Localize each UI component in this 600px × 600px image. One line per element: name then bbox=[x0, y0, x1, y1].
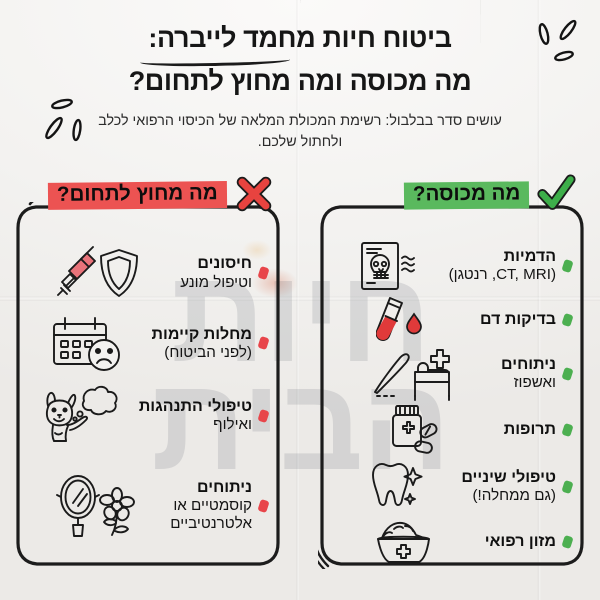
check-mark-icon bbox=[537, 173, 576, 210]
list-item-text: בדיקות דם bbox=[480, 310, 556, 329]
list-item-sublabel: קוסמטיים או אלטרנטיביים bbox=[170, 497, 252, 533]
list-item-label: ניתוחים bbox=[197, 479, 252, 497]
bullet-marker bbox=[561, 366, 574, 382]
list-item: מחלות קיימות (לפני הביטוח) bbox=[28, 308, 270, 378]
paper-crease-horizontal bbox=[0, 296, 600, 299]
list-item-icon-slot bbox=[28, 314, 146, 372]
x-mark-icon bbox=[236, 176, 272, 211]
bullet-marker bbox=[257, 336, 270, 351]
list-item-icon-slot bbox=[332, 516, 479, 568]
sparkle-decoration-left bbox=[45, 98, 82, 142]
list-item-label: חיסונים bbox=[197, 255, 252, 273]
syringe-shield-icon bbox=[57, 246, 139, 298]
list-item-icon-slot bbox=[28, 473, 164, 539]
covered-column-heading: מה מכוסה? bbox=[403, 173, 576, 210]
page-title-line-2: מה מכוסה ומה מחוץ לתחום? bbox=[128, 65, 472, 96]
pet-food-bowl-icon bbox=[377, 521, 431, 563]
list-item: חיסונים וטיפול מונע bbox=[28, 238, 270, 308]
list-item-text: טיפולי התנהגות ואילוף bbox=[139, 397, 252, 434]
excluded-column-heading: מה מחוץ לתחום? bbox=[48, 176, 274, 211]
list-item: ניתוחים ואשפוז bbox=[332, 346, 574, 402]
list-item-text: תרופות bbox=[504, 420, 556, 439]
list-item-label: טיפולי שיניים bbox=[461, 469, 556, 487]
paper-crease-vertical-2 bbox=[537, 0, 541, 600]
list-item: תרופות bbox=[332, 402, 574, 458]
list-item-label: הדמיות bbox=[503, 248, 556, 266]
list-item-label: מזון רפואי bbox=[484, 533, 556, 551]
list-item-sublabel: (לפני הביטוח) bbox=[164, 343, 252, 361]
dog-thought-bubble-icon bbox=[46, 385, 118, 442]
list-item-icon-slot bbox=[332, 346, 495, 402]
list-item: מזון רפואי bbox=[332, 516, 574, 568]
list-item-label: מחלות קיימות bbox=[151, 325, 252, 343]
page-header: ביטוח חיות מחמד לייברה: מה מכוסה ומה מחו… bbox=[0, 0, 600, 152]
sparkle-decoration-top-right bbox=[538, 19, 577, 62]
list-item-label: תרופות bbox=[503, 421, 556, 439]
list-item-sublabel: וטיפול מונע bbox=[180, 273, 252, 291]
list-item: בדיקות דם bbox=[332, 294, 574, 346]
covered-column-card: מה מכוסה? הדמיות (CT, MRI, רנטגן) bbox=[318, 173, 586, 569]
list-item-sublabel: ואשפוז bbox=[513, 374, 556, 392]
page-title-line-1: ביטוח חיות מחמד לייברה: bbox=[148, 23, 452, 53]
bullet-marker bbox=[561, 479, 574, 495]
list-item-text: מזון רפואי bbox=[485, 532, 556, 551]
list-item-text: חיסונים וטיפול מונע bbox=[180, 254, 252, 291]
list-item-sublabel: (גם ממחלה!) bbox=[472, 487, 556, 505]
list-item-icon-slot bbox=[332, 238, 443, 294]
tooth-sparkle-icon bbox=[371, 463, 423, 506]
bullet-marker bbox=[257, 266, 270, 281]
paper-smudge-secondary bbox=[242, 240, 272, 260]
list-item-label: ניתוחים bbox=[501, 356, 556, 374]
list-item-text: ניתוחים קוסמטיים או אלטרנטיביים bbox=[170, 459, 252, 553]
list-item-text: מחלות קיימות (לפני הביטוח) bbox=[152, 325, 252, 362]
comparison-columns: מה מכוסה? הדמיות (CT, MRI, רנטגן) bbox=[0, 173, 600, 586]
bullet-marker bbox=[257, 498, 270, 513]
list-item-sublabel: (CT, MRI, רנטגן) bbox=[448, 266, 556, 284]
list-item-text: הדמיות (CT, MRI, רנטגן) bbox=[449, 247, 556, 284]
calendar-sad-face-icon bbox=[52, 317, 120, 372]
list-item: הדמיות (CT, MRI, רנטגן) bbox=[332, 238, 574, 294]
list-item-icon-slot bbox=[28, 244, 174, 302]
mirror-flower-icon bbox=[56, 474, 136, 537]
bullet-marker bbox=[561, 422, 574, 438]
list-item-sublabel: ואילוף bbox=[213, 416, 252, 434]
medicine-bottle-icon bbox=[391, 405, 438, 454]
list-item-text: ניתוחים ואשפוז bbox=[501, 355, 556, 392]
covered-items-container: הדמיות (CT, MRI, רנטגן) bbox=[318, 202, 586, 569]
excluded-items-container: חיסונים וטיפול מונע bbox=[14, 202, 282, 569]
paper-crease-vertical-1 bbox=[296, 0, 299, 600]
list-item-label: בדיקות דם bbox=[480, 311, 556, 329]
list-item-icon-slot bbox=[332, 294, 474, 346]
list-item: טיפולי התנהגות ואילוף bbox=[28, 379, 270, 453]
bullet-marker bbox=[561, 312, 574, 328]
list-item: טיפולי שיניים (גם ממחלה!) bbox=[332, 458, 574, 516]
list-item-icon-slot bbox=[28, 385, 133, 447]
list-item-icon-slot bbox=[332, 402, 498, 458]
bullet-marker bbox=[561, 258, 574, 274]
bullet-marker bbox=[561, 534, 574, 550]
xray-skull-icon bbox=[361, 242, 416, 290]
list-item-label: טיפולי התנהגות bbox=[138, 397, 252, 415]
list-item-text: טיפולי שיניים (גם ממחלה!) bbox=[461, 468, 556, 505]
surgery-hospital-bed-icon bbox=[373, 349, 450, 401]
list-item: ניתוחים קוסמטיים או אלטרנטיביים bbox=[28, 453, 270, 559]
page-subtitle: עושים סדר בבלבול: רשימת המכולת המלאה של … bbox=[98, 112, 502, 150]
blood-test-tube-icon bbox=[376, 297, 422, 341]
list-item-icon-slot bbox=[332, 458, 455, 516]
excluded-column-card: מה מחוץ לתחום? חיסונים וטיפול מונע bbox=[14, 176, 282, 569]
bullet-marker bbox=[257, 408, 270, 423]
